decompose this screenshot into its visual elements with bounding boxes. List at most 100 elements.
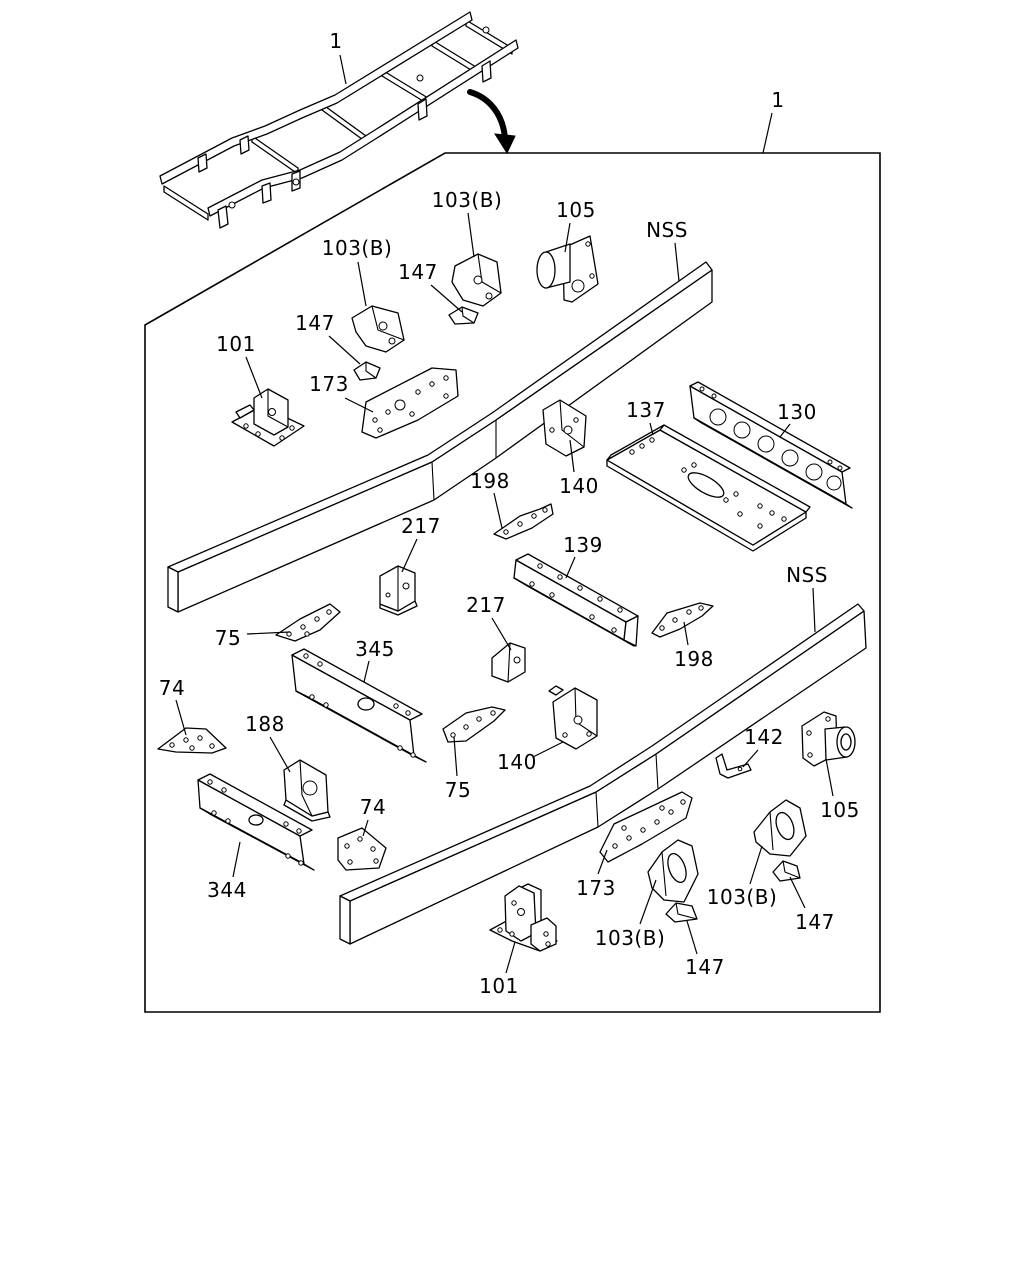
- part-344-crossmember: [197, 773, 315, 871]
- callout-198-upper: 198: [470, 469, 510, 493]
- callout-142: 142: [744, 725, 784, 749]
- callout-nss-lower: NSS: [786, 563, 828, 587]
- callout-344: 344: [207, 878, 247, 902]
- callout-345: 345: [355, 637, 395, 661]
- leader-line: [569, 439, 575, 473]
- leader-line: [245, 356, 263, 399]
- part-198-plate-lower: [651, 602, 714, 638]
- leader-lines: [175, 212, 834, 974]
- leader-line: [357, 261, 367, 307]
- callout-173-lower: 173: [576, 876, 616, 900]
- part-140-bracket-upper: [542, 399, 587, 457]
- leader-line: [742, 749, 759, 768]
- callout-139: 139: [563, 533, 603, 557]
- part-101-spring-bracket-lower: [489, 883, 558, 952]
- leader-line: [363, 660, 370, 683]
- leader-line: [467, 212, 475, 258]
- leader-line: [430, 284, 463, 313]
- leader-line: [749, 845, 763, 885]
- exploded-view-panel: [144, 152, 881, 1013]
- leader-line: [812, 587, 816, 633]
- callout-103b-upper-mid: 103(B): [432, 188, 503, 212]
- part-345-crossmember: [291, 648, 427, 763]
- leader-line: [597, 849, 608, 875]
- leader-line: [491, 617, 512, 651]
- callout-74-lower: 74: [360, 795, 386, 819]
- callout-137: 137: [626, 398, 666, 422]
- leader-line: [362, 819, 369, 837]
- part-103b-bracket-lower-mid: [647, 839, 699, 903]
- part-217-bracket-upper: [379, 565, 418, 616]
- leader-line: [232, 841, 241, 878]
- part-75-gusset-left: [275, 603, 341, 642]
- part-103b-bracket-lower-right: [753, 799, 807, 857]
- part-140-bracket-lower: [548, 685, 598, 750]
- part-188-bracket: [283, 759, 331, 822]
- callout-103b-upper-left: 103(B): [322, 236, 393, 260]
- part-198-plate-upper: [493, 503, 554, 540]
- callout-105-lower: 105: [820, 798, 860, 822]
- callout-217-upper: 217: [401, 514, 441, 538]
- leader-line: [328, 335, 361, 365]
- callout-198-lower: 198: [674, 647, 714, 671]
- callout-105-upper: 105: [556, 198, 596, 222]
- part-74-gusset-lower: [337, 827, 387, 871]
- leader-line: [493, 492, 503, 529]
- leader-line: [532, 741, 564, 758]
- leader-line: [683, 621, 689, 646]
- callout-217-lower: 217: [466, 593, 506, 617]
- callout-nss-upper: NSS: [646, 218, 688, 242]
- part-147-clip-upper-left: [353, 361, 381, 381]
- part-105-rubber-mount-lower: [801, 711, 856, 767]
- leader-line: [762, 112, 773, 154]
- leader-line: [175, 699, 187, 736]
- callout-103b-lower-mid: 103(B): [595, 926, 666, 950]
- leader-line: [649, 422, 654, 436]
- part-130-perforated-crossmember: [689, 381, 853, 509]
- callout-74-left: 74: [159, 676, 185, 700]
- part-139-crossmember: [513, 553, 639, 647]
- part-173-plate-lower: [599, 791, 693, 863]
- leader-line: [686, 920, 698, 955]
- curved-arrow-icon: [467, 89, 516, 155]
- leader-line: [825, 758, 834, 797]
- leader-line: [674, 242, 680, 282]
- leader-line: [401, 538, 418, 573]
- callout-147-upper-mid: 147: [398, 260, 438, 284]
- callout-1-frame-assembly: 1: [329, 29, 342, 53]
- leader-line: [269, 736, 291, 773]
- part-217-bracket-lower: [491, 642, 526, 683]
- part-137-crossmember-plate: [606, 424, 811, 552]
- callout-75-lower: 75: [445, 778, 471, 802]
- callout-101-upper: 101: [216, 332, 256, 356]
- part-147-clip-lower-mid: [665, 902, 698, 923]
- part-105-rubber-mount-upper: [536, 235, 599, 303]
- leader-line: [453, 736, 458, 777]
- part-147-clip-lower-right: [772, 860, 801, 882]
- callout-140-upper: 140: [559, 474, 599, 498]
- callout-147-lower-right: 147: [795, 910, 835, 934]
- part-103b-bracket-upper-left: [351, 305, 405, 353]
- callout-labels: 103(B) 105 NSS 103(B) 147 147 101 173 13…: [159, 188, 860, 998]
- part-75-gusset-lower: [442, 706, 506, 743]
- side-rail-nss-lower: [339, 603, 867, 945]
- leader-line: [339, 54, 347, 85]
- part-74-gusset-left: [157, 727, 227, 754]
- part-103b-bracket-upper-mid: [451, 253, 502, 307]
- callout-140-lower: 140: [497, 750, 537, 774]
- callout-130: 130: [777, 400, 817, 424]
- callout-103b-lower-right: 103(B): [707, 885, 778, 909]
- leader-line: [779, 423, 791, 438]
- callout-173-upper: 173: [309, 372, 349, 396]
- leader-line: [246, 631, 291, 635]
- callout-1-panel: 1: [771, 88, 784, 112]
- callout-101-lower: 101: [479, 974, 519, 998]
- part-142-small-bracket: [715, 753, 752, 779]
- chassis-frame-overview: [159, 11, 519, 229]
- leader-line: [564, 222, 571, 253]
- part-147-clip-upper-mid: [448, 306, 479, 325]
- leader-line: [505, 941, 516, 974]
- leader-line: [639, 879, 657, 925]
- part-101-spring-bracket-upper: [231, 388, 305, 447]
